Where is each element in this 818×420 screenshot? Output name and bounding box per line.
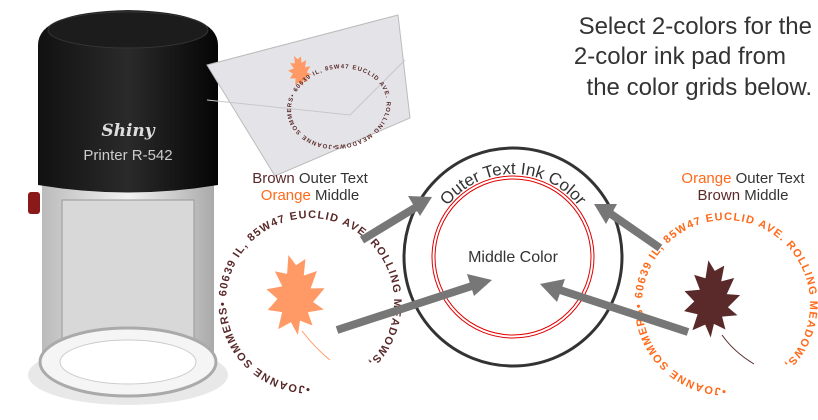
middle-color-label: Middle Color [468,249,558,266]
outer-ring [402,146,624,368]
left-outer-label: Brown Outer Text [252,170,368,187]
right-middle-label: Brown Middle [698,187,789,204]
arrow-left-middle [335,274,492,334]
left-leaf-icon [258,249,332,340]
pointer-arrows [335,196,690,336]
stamp-body [38,10,218,193]
heading-line-1: Select 2-colors for the [579,13,812,40]
self-inking-stamp: Shiny Printer R-542 [28,10,228,405]
inner-guide-ring [431,175,595,339]
instructions-heading: Select 2-colors for the 2-color ink pad … [574,13,812,101]
stamp-model-label: Printer R-542 [83,147,172,164]
arrow-left-outer [359,196,432,244]
example-orange-outer: Orange Outer Text Brown Middle •JOANNE S… [633,170,818,397]
stamp-window [61,199,195,351]
arrow-right-middle [540,279,690,336]
example-brown-outer: Brown Outer Text Orange Middle •JOANNE S… [217,170,402,395]
right-outer-label: Orange Outer Text [681,170,805,187]
stamp-layout-diagram: Outer Text Ink Color Middle Color [402,146,624,368]
right-leaf-icon [679,257,744,340]
heading-line-3: the color grids below. [587,74,812,101]
arrow-right-outer [594,204,663,252]
stamp-lock-button [28,192,40,214]
stamp-brand-logo: Shiny [101,121,155,141]
heading-line-2: 2-color ink pad from [574,43,786,70]
left-middle-label: Orange Middle [261,187,359,204]
